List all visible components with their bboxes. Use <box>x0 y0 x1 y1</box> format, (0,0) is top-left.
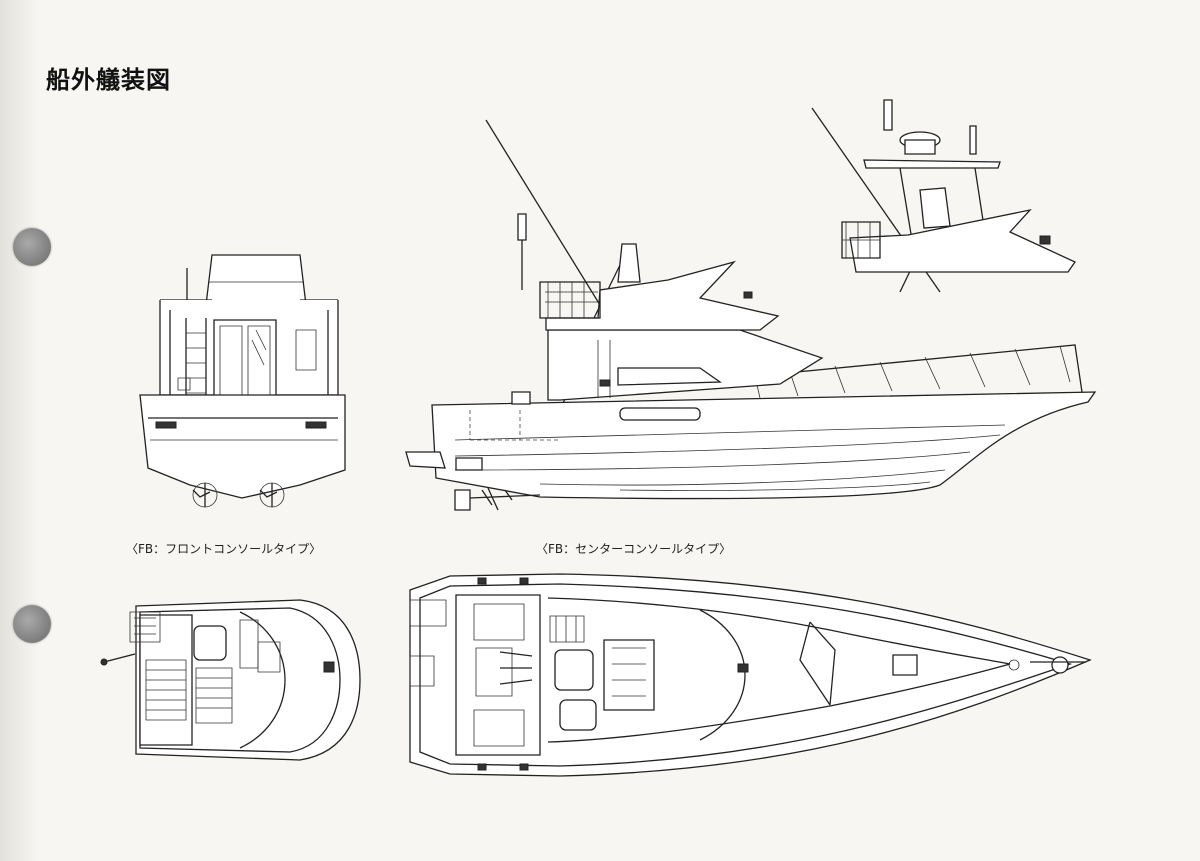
binder-hole-bottom <box>13 605 51 643</box>
flybridge-detail-drawing <box>812 100 1075 292</box>
side-view-drawing <box>406 120 1095 510</box>
page-edge-shadow <box>0 0 40 861</box>
binder-hole-top <box>13 228 51 266</box>
page-title: 船外艤装図 <box>46 66 171 94</box>
caption-center-console: 〈FB：センターコンソールタイプ〉 <box>536 542 732 556</box>
stern-view-drawing <box>140 255 345 507</box>
top-view-front-console-drawing <box>101 600 360 760</box>
caption-front-console: 〈FB：フロントコンソールタイプ〉 <box>126 542 322 556</box>
top-view-center-console-drawing <box>410 574 1090 776</box>
